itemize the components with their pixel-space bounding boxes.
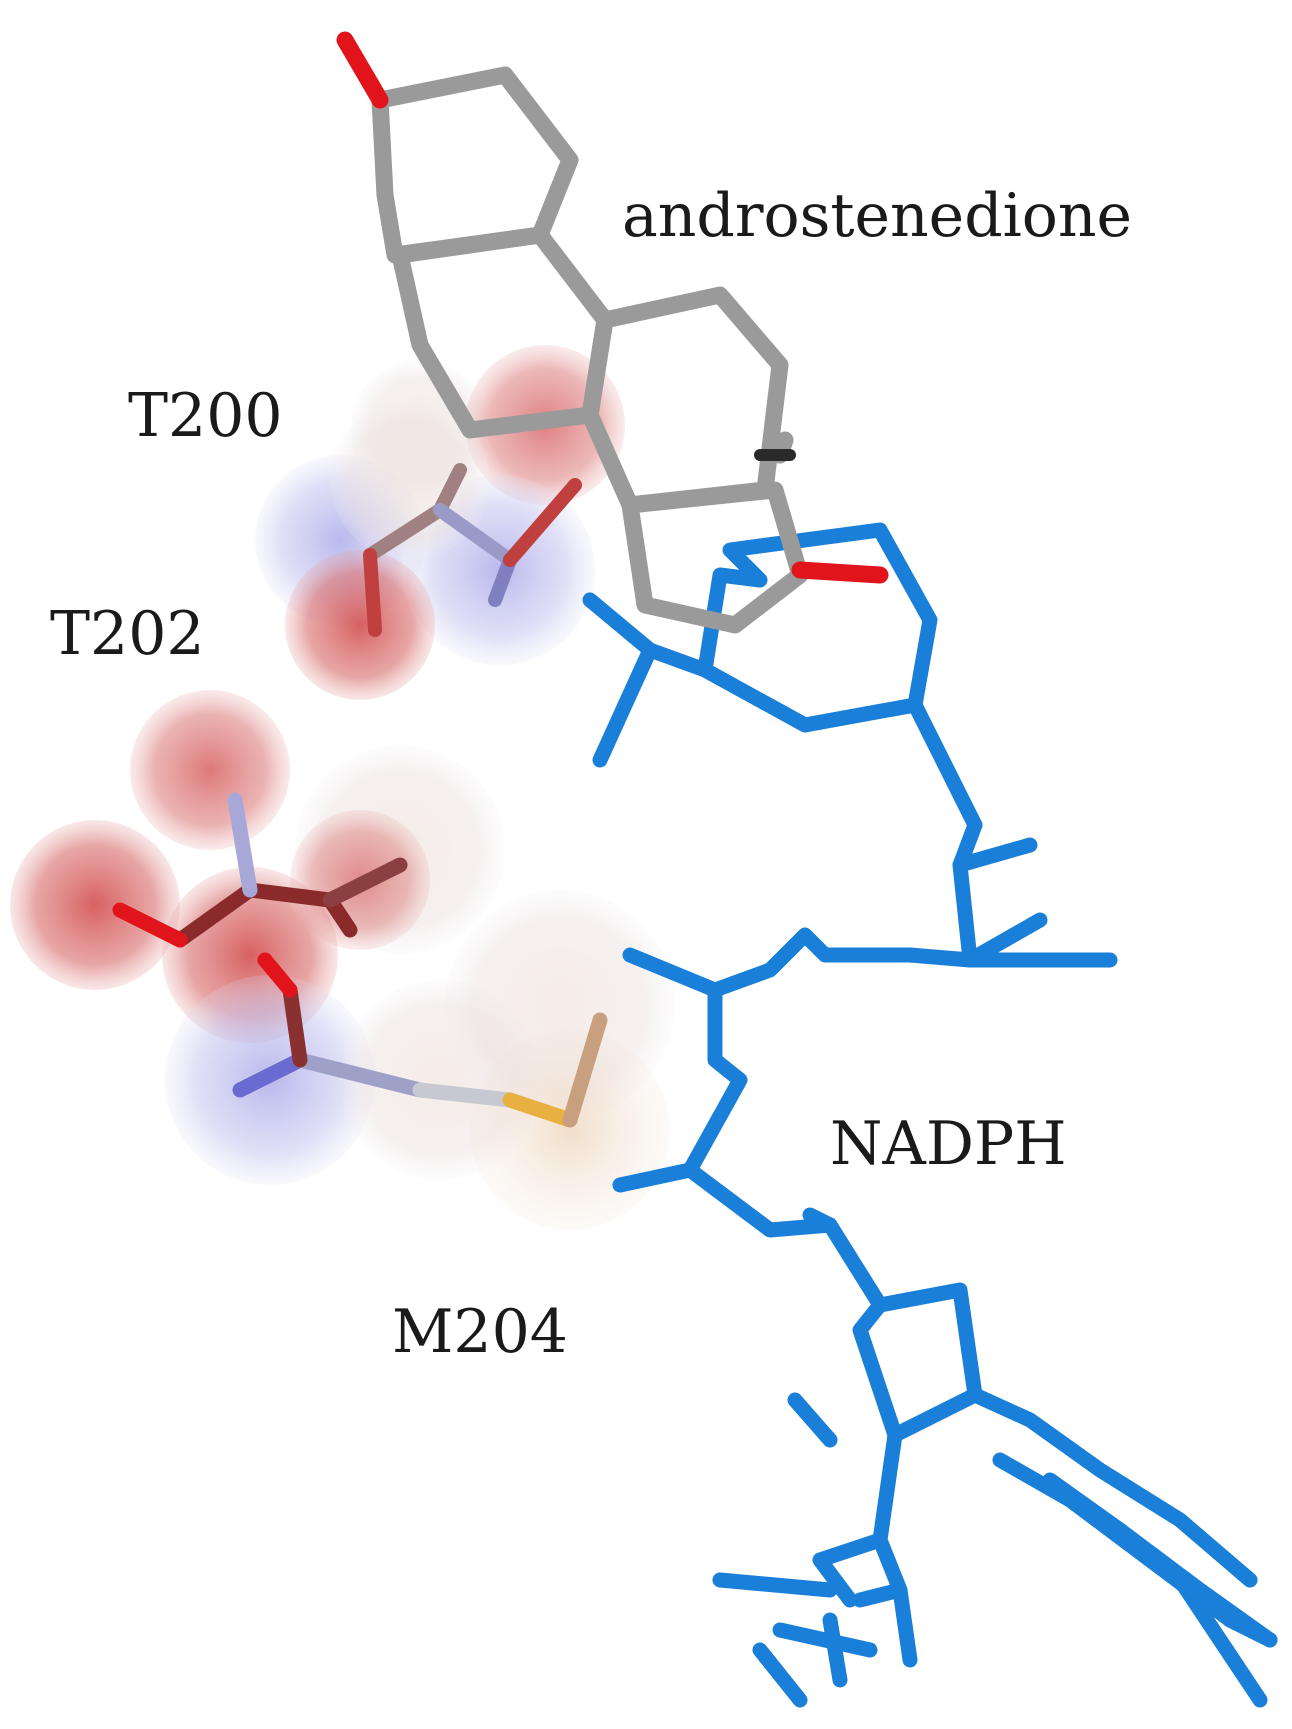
t200-sticks bbox=[363, 463, 582, 637]
m204-sticks bbox=[232, 952, 608, 1128]
androstenedione-oxygens bbox=[336, 31, 889, 584]
label-m204: M204 bbox=[392, 1297, 568, 1367]
androstenedione-molecule bbox=[371, 66, 809, 634]
label-t200: T200 bbox=[128, 381, 283, 451]
t200-surface bbox=[255, 345, 625, 700]
t202-sticks bbox=[112, 792, 408, 948]
label-androstenedione: androstenedione bbox=[622, 181, 1133, 251]
t202-m204-surface bbox=[10, 690, 675, 1230]
nadph-molecule bbox=[582, 522, 1278, 1708]
label-t202: T202 bbox=[50, 599, 205, 669]
label-nadph: NADPH bbox=[830, 1109, 1067, 1179]
